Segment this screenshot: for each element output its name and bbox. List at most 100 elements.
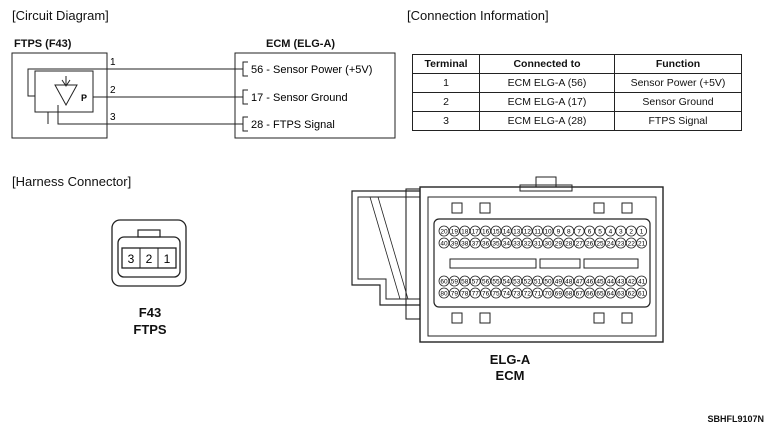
ecm-pin-number: 56 <box>482 278 490 285</box>
ecm-pin-number: 38 <box>461 240 469 247</box>
ecm-pin-number: 18 <box>461 228 469 235</box>
ecm-pin <box>449 225 460 237</box>
ecm-pin-number: 30 <box>544 240 552 247</box>
ecm-pin-number: 79 <box>451 290 459 297</box>
f43-pin-3: 3 <box>128 252 135 266</box>
ecm-connector-name: ELG-A <box>489 352 531 367</box>
harness-connector-heading: [Harness Connector] <box>12 174 132 189</box>
ecm-pin-number: 60 <box>440 278 448 285</box>
ecm-pin <box>573 225 585 237</box>
sensor-pin-2: 2 <box>110 85 116 96</box>
ecm-pin <box>500 275 512 287</box>
sensor-pin-1: 1 <box>110 57 116 68</box>
ecm-pin <box>584 225 596 237</box>
ecm-box <box>234 52 396 139</box>
ecm-pin-number: 10 <box>544 228 552 235</box>
ecm-pin-number: 33 <box>513 240 521 247</box>
ecm-pin <box>563 237 575 249</box>
ecm-pin-number: 24 <box>607 240 615 247</box>
connection-info-heading: [Connection Information] <box>407 8 549 23</box>
ecm-connector-description: ECM <box>495 368 525 383</box>
ecm-pin-56: 56 - Sensor Power (+5V) <box>251 64 372 76</box>
ecm-pin-number: 39 <box>451 240 459 247</box>
ecm-pin <box>552 237 564 249</box>
ecm-pin-number: 5 <box>598 228 602 235</box>
ecm-pin <box>563 225 575 237</box>
ecm-pin <box>469 237 481 249</box>
ecm-pin <box>511 287 523 299</box>
ecm-pin-28: 28 - FTPS Signal <box>251 119 335 131</box>
ecm-pin <box>573 275 585 287</box>
ecm-pin-number: 9 <box>557 228 561 235</box>
wire-pin-3 <box>57 105 243 125</box>
ecm-pin-number: 64 <box>607 290 615 297</box>
ecm-pin-number: 44 <box>607 278 615 285</box>
ecm-pin <box>552 225 564 237</box>
ecm-pin-number: 45 <box>596 278 604 285</box>
ecm-pin <box>615 287 627 299</box>
ecm-pin <box>449 237 460 249</box>
ecm-pin-number: 66 <box>586 290 594 297</box>
ecm-pin <box>532 225 544 237</box>
ecm-pin-number: 75 <box>492 290 500 297</box>
f43-pin-2: 2 <box>146 252 153 266</box>
ecm-pin-number: 41 <box>638 278 646 285</box>
ecm-pin-number: 50 <box>544 278 552 285</box>
ecm-pin-number: 54 <box>503 278 511 285</box>
ecm-pin-number: 69 <box>555 290 563 297</box>
f43-latch <box>137 229 161 238</box>
ecm-pin <box>532 275 544 287</box>
ecm-pin-number: 32 <box>524 240 532 247</box>
ecm-pin <box>438 287 450 299</box>
f43-connector-drawing: 3 2 1 <box>111 219 187 287</box>
ecm-pin <box>552 275 564 287</box>
connection-table: Terminal Connected to Function 1 ECM ELG… <box>412 54 742 131</box>
ecm-pin <box>636 237 648 249</box>
ecm-pin <box>563 275 575 287</box>
ecm-pin-number: 22 <box>628 240 636 247</box>
ecm-pin-number: 72 <box>524 290 532 297</box>
ecm-pin <box>584 287 596 299</box>
ecm-pin-number: 11 <box>534 228 541 235</box>
cell-connected-to: ECM ELG-A (56) <box>479 73 615 93</box>
ecm-pin-number: 73 <box>513 290 521 297</box>
ecm-pin <box>459 237 471 249</box>
ecm-pin-number: 6 <box>588 228 592 235</box>
ecm-pin-number: 76 <box>482 290 490 297</box>
ecm-pin-number: 16 <box>482 228 490 235</box>
cell-function: FTPS Signal <box>614 111 742 131</box>
cell-connected-to: ECM ELG-A (28) <box>479 111 615 131</box>
cell-terminal: 2 <box>412 92 480 112</box>
ecm-pin-number: 29 <box>555 240 563 247</box>
f43-name: F43 <box>138 305 162 320</box>
ecm-pin-number: 57 <box>472 278 480 285</box>
cell-connected-to: ECM ELG-A (17) <box>479 92 615 112</box>
circuit-diagram: P 1 2 3 56 - Sensor Power (+5V) 17 - Sen… <box>11 52 396 139</box>
ecm-pin <box>500 225 512 237</box>
f43-outer-shell <box>111 219 187 287</box>
ecm-pin-number: 28 <box>565 240 573 247</box>
pressure-sensor-symbol <box>34 70 94 113</box>
f43-description: FTPS <box>133 322 167 337</box>
table-row: 1 ECM ELG-A (56) Sensor Power (+5V) <box>412 73 742 93</box>
ecm-pin-number: 59 <box>451 278 459 285</box>
ecm-pin-number: 47 <box>576 278 584 285</box>
ecm-pin <box>469 225 481 237</box>
ecm-pin <box>552 287 564 299</box>
ecm-pin-number: 42 <box>628 278 636 285</box>
ecm-pin-number: 65 <box>596 290 604 297</box>
ecm-pin <box>521 225 533 237</box>
ecm-pin-number: 58 <box>461 278 469 285</box>
ecm-pin <box>584 275 596 287</box>
ecm-pin-number: 8 <box>567 228 571 235</box>
ecm-pin <box>584 237 596 249</box>
header-connected-to: Connected to <box>479 54 615 74</box>
ecm-connector-body <box>419 186 664 343</box>
ecm-pin-number: 51 <box>534 278 542 285</box>
sensor-pin-3: 3 <box>110 112 116 123</box>
ecm-pin-number: 67 <box>576 290 584 297</box>
ecm-pin-number: 36 <box>482 240 490 247</box>
ecm-pin-number: 40 <box>440 240 448 247</box>
ecm-pin-number: 74 <box>503 290 511 297</box>
